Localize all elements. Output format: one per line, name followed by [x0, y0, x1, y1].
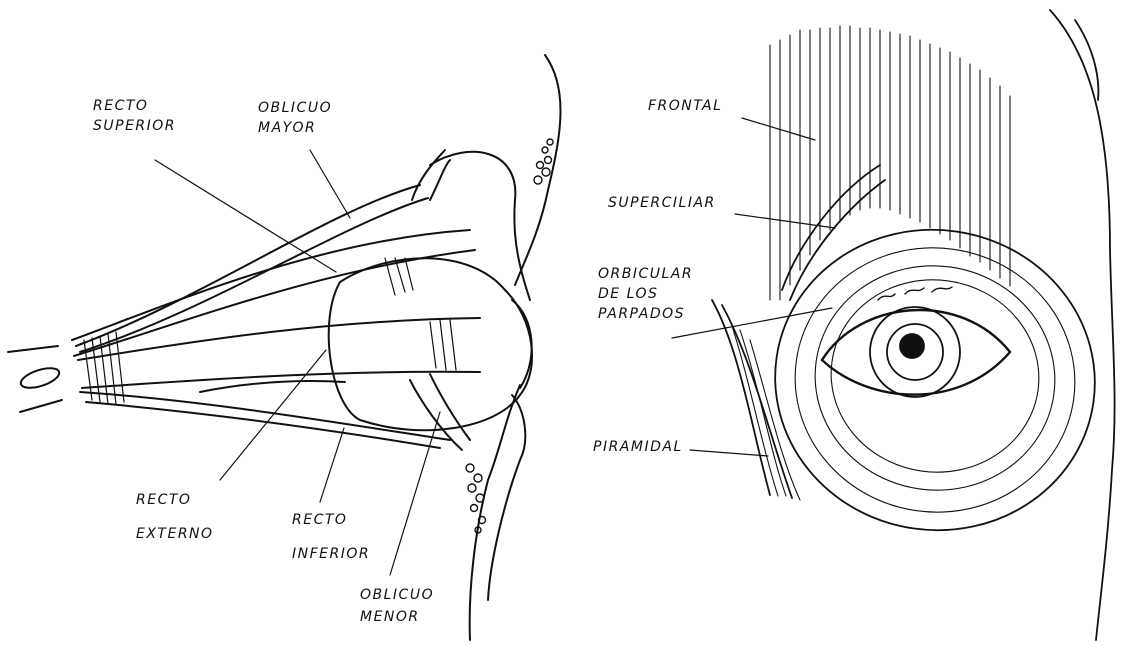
recto-inferior-muscle [80, 392, 450, 448]
face-profile [515, 55, 560, 285]
right-face-muscles-drawing [672, 10, 1115, 640]
label-oblicuo-menor: OBLICUO MENOR [360, 585, 434, 627]
eyeball-outline [329, 258, 532, 430]
head-outline-inner [1075, 20, 1098, 100]
label-orbicular-line3: PARPADOS [598, 304, 693, 324]
label-orbicular-line1: ORBICULAR [598, 264, 693, 284]
label-recto-inferior-line1: RECTO [292, 510, 370, 530]
label-piramidal: PIRAMIDAL [593, 437, 683, 457]
label-recto-externo-line1: RECTO [136, 490, 214, 510]
leader-piramidal [690, 450, 768, 456]
optic-foramen [19, 364, 62, 392]
frontal-fibers [770, 26, 1010, 300]
label-recto-externo: RECTO EXTERNO [136, 490, 214, 544]
label-recto-inferior-line2: INFERIOR [292, 544, 370, 564]
label-frontal: FRONTAL [648, 96, 722, 116]
label-oblicuo-menor-line1: OBLICUO [360, 585, 434, 605]
orbit-bone-lower [488, 395, 525, 600]
insertion-fibers [385, 258, 456, 370]
orbit-bone-upper [430, 152, 530, 300]
recto-externo-muscle [78, 318, 480, 388]
leader-recto-externo [220, 350, 326, 480]
recto-superior-muscle [72, 230, 475, 356]
label-oblicuo-menor-line2: MENOR [360, 607, 434, 627]
label-orbicular: ORBICULAR DE LOS PARPADOS [598, 264, 693, 324]
label-oblicuo-mayor: OBLICUO MAYOR [258, 98, 332, 138]
leader-recto-superior [155, 160, 336, 272]
oblicuo-mayor-muscle [76, 185, 428, 352]
label-recto-externo-line2: EXTERNO [136, 524, 214, 544]
label-oblicuo-mayor-line2: MAYOR [258, 118, 332, 138]
leader-recto-inferior [320, 428, 344, 502]
label-recto-superior-line2: SUPERIOR [93, 116, 176, 136]
leader-frontal [742, 118, 815, 140]
label-recto-inferior: RECTO INFERIOR [292, 510, 370, 564]
muscle-cone-edge [200, 381, 345, 392]
leader-oblicuo-mayor [310, 150, 350, 218]
apex-line-top [8, 346, 58, 352]
left-eye-muscles-drawing [8, 55, 560, 640]
label-recto-superior-line1: RECTO [93, 96, 176, 116]
pupil [900, 334, 924, 358]
label-orbicular-line2: DE LOS [598, 284, 693, 304]
label-recto-superior: RECTO SUPERIOR [93, 96, 176, 136]
label-superciliar: SUPERCILIAR [608, 193, 716, 213]
eye-lower-lid [822, 352, 1010, 395]
label-oblicuo-mayor-line1: OBLICUO [258, 98, 332, 118]
orbicular-fibers [778, 230, 1092, 530]
leader-oblicuo-menor [390, 412, 440, 575]
apex-line-bottom [20, 400, 62, 412]
